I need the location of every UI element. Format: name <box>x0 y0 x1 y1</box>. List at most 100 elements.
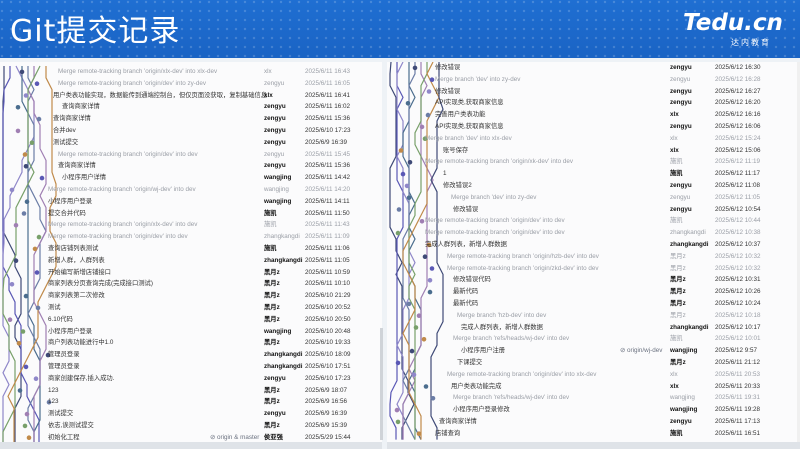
commit-row[interactable]: Merge remote-tracking branch 'origin/hzb… <box>387 251 800 263</box>
commit-author: zengyu <box>670 99 692 107</box>
graph-commit-node <box>425 112 431 118</box>
commit-row[interactable]: Merge remote-tracking branch 'origin/dev… <box>0 231 382 243</box>
commit-row[interactable]: Merge branch 'refs/heads/wj-dev' into de… <box>387 392 800 404</box>
graph-commit-node <box>39 175 45 181</box>
graph-commit-node <box>23 364 29 370</box>
commit-message: 6.10代码 <box>48 315 73 323</box>
commit-message: 查询商家详情 <box>53 115 91 123</box>
commit-author: 黑月z <box>670 264 686 272</box>
graph-commit-node <box>7 317 13 322</box>
commit-row[interactable]: Merge remote-tracking branch 'origin/xlx… <box>0 219 382 231</box>
commit-message: 小程序用户注册 <box>461 347 506 355</box>
git-log-left-panel[interactable]: Merge remote-tracking branch 'origin/xlx… <box>0 62 382 442</box>
commit-row[interactable]: Merge branch 'refs/heads/wj-dev' into de… <box>387 333 800 345</box>
graph-commit-node <box>35 305 41 311</box>
graph-commit-node <box>426 89 432 94</box>
commit-author: xlx <box>670 146 679 154</box>
commit-author: zhangkangdi <box>670 241 709 248</box>
commit-row[interactable]: Merge remote-tracking branch 'origin/xlx… <box>0 66 382 78</box>
commit-date: 2025/6/11 20:33 <box>715 382 761 390</box>
commit-date: 2025/6/11 21:12 <box>715 359 761 366</box>
graph-commit-node <box>36 116 42 122</box>
commit-date: 2025/6/11 15:45 <box>305 150 351 158</box>
commit-row[interactable]: Merge remote-tracking branch 'origin/xk-… <box>387 156 800 168</box>
commit-message: 商户列表功能进行中1.0 <box>48 339 114 347</box>
commit-message: Merge remote-tracking branch 'origin/dev… <box>425 217 565 225</box>
commit-message: Merge branch 'refs/heads/wj-dev' into de… <box>453 394 570 402</box>
slide-header: Git提交记录 Tedu.cn 达内教育 <box>0 0 800 58</box>
commit-author: zhangkangdi <box>264 256 303 264</box>
commit-message: 账号保存 <box>443 146 469 154</box>
commit-row[interactable]: Merge remote-tracking branch 'origin/zkd… <box>387 263 800 275</box>
commit-row[interactable]: Merge remote-tracking branch 'origin/dev… <box>0 78 382 90</box>
commit-message: Merge branch 'dev' into zy-dev <box>451 193 537 201</box>
commit-row[interactable]: Merge remote-tracking branch 'origin/wj-… <box>0 184 382 196</box>
commit-date: 2025/6/12 16:30 <box>715 64 761 71</box>
commit-row[interactable]: Merge remote-tracking branch 'origin/dev… <box>387 369 800 381</box>
commit-row[interactable]: Merge remote-tracking branch 'origin/dev… <box>387 215 800 227</box>
graph-commit-node <box>405 101 411 106</box>
commit-date: 2025/6/12 11:05 <box>715 193 761 201</box>
commit-row[interactable]: Merge remote-tracking branch 'origin/dev… <box>387 227 800 239</box>
commit-date: 2025/6/12 11:19 <box>715 158 761 166</box>
left-scrollbar[interactable] <box>380 328 383 440</box>
right-panel-footer <box>387 442 800 449</box>
commit-message: 最新代码 <box>453 300 479 307</box>
right-scrollbar[interactable] <box>797 62 800 442</box>
commit-message: 1 <box>443 170 447 178</box>
commit-row[interactable]: Merge remote-tracking branch 'origin/dev… <box>0 149 382 161</box>
commit-date: 2025/6/12 16:27 <box>715 87 761 95</box>
